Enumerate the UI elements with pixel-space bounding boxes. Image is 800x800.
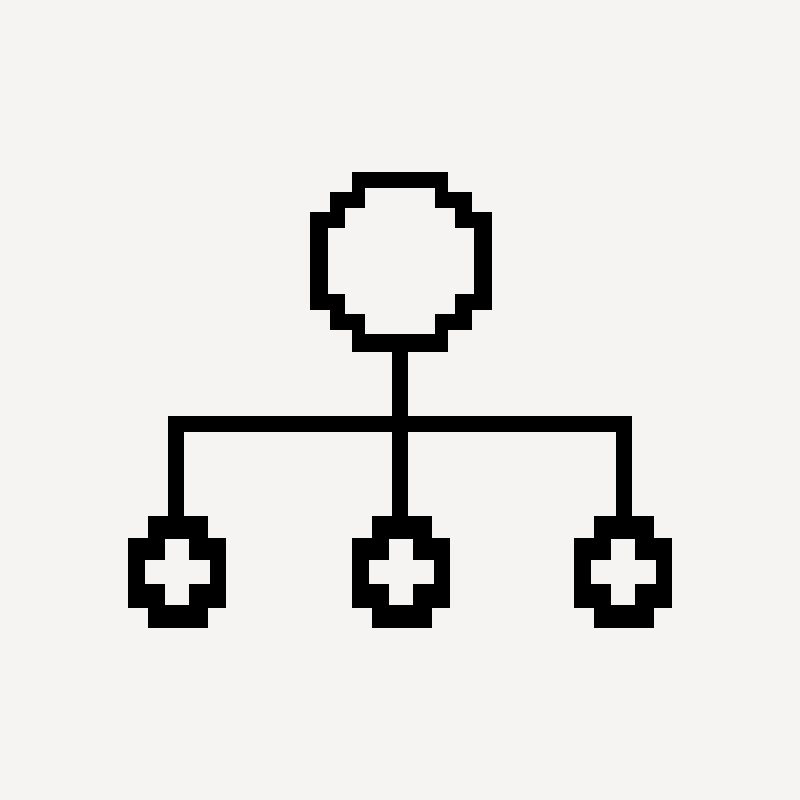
left-branch-line [168, 416, 184, 516]
child-node-left [128, 516, 226, 628]
middle-branch-line [392, 416, 408, 516]
connector-lines [168, 334, 632, 516]
child-node-middle [352, 516, 450, 628]
child-nodes [128, 516, 672, 628]
right-branch-line [616, 416, 632, 516]
stem-line [392, 334, 408, 430]
child-node-right [574, 516, 672, 628]
